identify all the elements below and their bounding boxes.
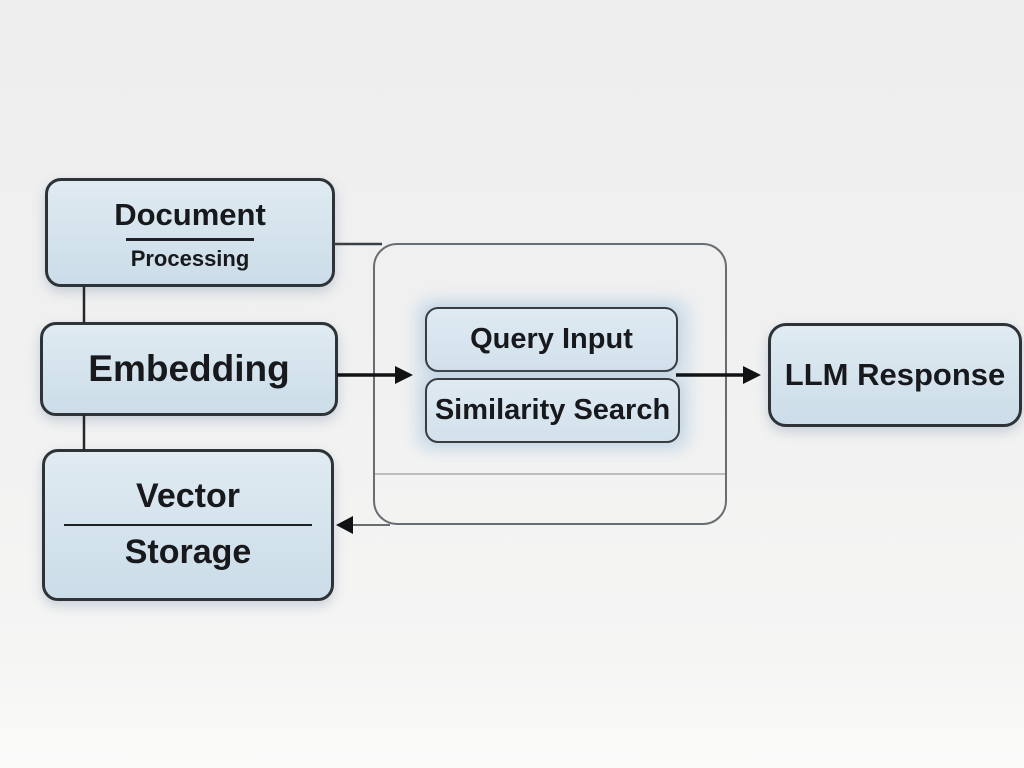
document-processing-label-line2: Processing <box>130 245 250 271</box>
node-document-processing: Document Processing <box>45 178 335 287</box>
node-embedding: Embedding <box>40 322 338 416</box>
similarity-search-label: Similarity Search <box>434 394 671 426</box>
query-input-label: Query Input <box>470 323 633 355</box>
edge-container-to-vector-arrowhead <box>336 516 353 534</box>
retrieval-container <box>373 243 727 525</box>
node-query-input: Query Input <box>425 307 678 372</box>
vector-storage-label-line1: Vector <box>136 477 240 516</box>
vector-storage-label-line2: Storage <box>124 533 252 572</box>
node-similarity-search: Similarity Search <box>425 378 680 443</box>
document-processing-label-line1: Document <box>114 197 266 233</box>
vector-storage-divider <box>64 523 312 527</box>
node-vector-storage: Vector Storage <box>42 449 334 601</box>
node-llm-response: LLM Response <box>768 323 1022 427</box>
embedding-label: Embedding <box>88 347 290 389</box>
retrieval-container-divider <box>375 473 725 475</box>
llm-response-label: LLM Response <box>784 356 1006 392</box>
edge-similarity-to-llm-arrowhead <box>743 366 761 384</box>
document-processing-divider <box>126 238 254 241</box>
